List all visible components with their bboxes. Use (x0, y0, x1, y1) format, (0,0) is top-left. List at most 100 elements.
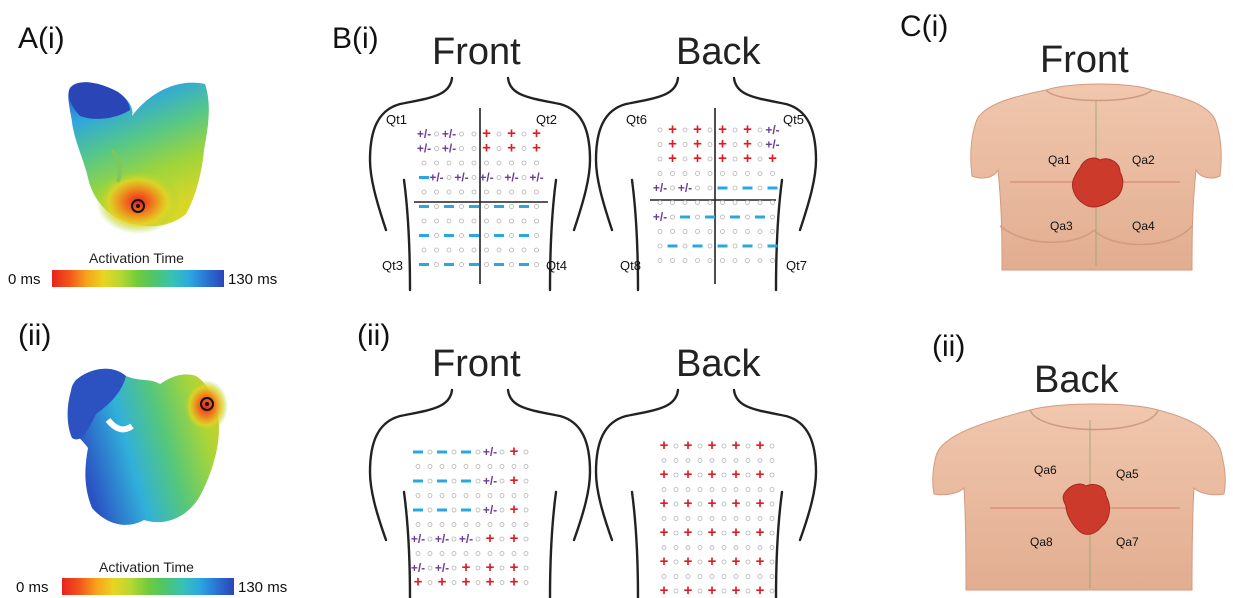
electrode-empty (708, 157, 712, 161)
electrode-empty (698, 488, 702, 492)
electrode-empty (733, 244, 737, 248)
electrode-empty (746, 444, 750, 448)
electrode-empty (460, 147, 464, 151)
qt4-label: Qt4 (546, 258, 567, 273)
electrode-empty (722, 502, 726, 506)
electrode-empty (472, 147, 476, 151)
colorbar-max-label-ii: 130 ms (238, 579, 287, 596)
electrode-negative (718, 187, 728, 190)
electrode-empty (522, 190, 526, 194)
electrode-positive: + (660, 437, 669, 454)
qt8-label: Qt8 (620, 258, 641, 273)
electrode-negative (469, 205, 479, 208)
electrode-empty (671, 186, 675, 190)
electrode-empty (683, 157, 687, 161)
c-i-front-title: Front (1040, 39, 1129, 81)
electrode-empty (722, 459, 726, 463)
pacing-site-dot-i (136, 204, 140, 208)
electrode-empty (476, 552, 480, 556)
electrode-empty (488, 552, 492, 556)
electrode-empty (698, 459, 702, 463)
electrode-empty (746, 560, 750, 564)
electrode-positive: + (743, 150, 752, 167)
electrode-empty (683, 244, 687, 248)
electrode-empty (428, 552, 432, 556)
qt1-label: Qt1 (386, 112, 407, 127)
electrode-positive: + (532, 140, 541, 157)
electrode-empty (770, 459, 774, 463)
electrode-empty (435, 161, 439, 165)
electrode-empty (708, 186, 712, 190)
electrode-empty (758, 172, 762, 176)
electrode-empty (733, 172, 737, 176)
electrode-empty (758, 575, 762, 579)
electrode-empty (758, 488, 762, 492)
electrode-empty (674, 473, 678, 477)
electrode-empty (464, 465, 468, 469)
electrode-empty (658, 143, 662, 147)
electrode-empty (422, 219, 426, 223)
electrode-positive: + (732, 524, 741, 541)
electrode-empty (658, 128, 662, 132)
electrode-empty (771, 259, 775, 263)
electrode-empty (535, 219, 539, 223)
electrode-empty (452, 581, 456, 585)
electrode-positive: + (668, 150, 677, 167)
electrode-empty (428, 494, 432, 498)
electrode-empty (746, 201, 750, 205)
electrode-positive: + (660, 582, 669, 598)
electrode-empty (460, 263, 464, 267)
electrode-empty (708, 172, 712, 176)
electrode-empty (771, 172, 775, 176)
electrode-empty (476, 465, 480, 469)
electrode-empty (435, 132, 439, 136)
electrode-empty (476, 508, 480, 512)
electrode-negative (469, 263, 479, 266)
electrode-positive: + (756, 466, 765, 483)
electrode-empty (698, 531, 702, 535)
electrode-empty (674, 531, 678, 535)
electrode-empty (733, 157, 737, 161)
electrode-empty (733, 128, 737, 132)
electrode-empty (485, 234, 489, 238)
electrode-empty (698, 575, 702, 579)
electrode-empty (696, 201, 700, 205)
electrode-empty (428, 465, 432, 469)
panel-b-ii-label: (ii) (357, 319, 390, 352)
electrode-positive: + (768, 150, 777, 167)
electrode-empty (497, 132, 501, 136)
electrode-empty (770, 589, 774, 593)
electrode-empty (510, 205, 514, 209)
electrode-positive: + (684, 524, 693, 541)
activation-map-ii (68, 369, 228, 525)
electrode-empty (696, 215, 700, 219)
electrode-empty (662, 575, 666, 579)
electrode-empty (488, 465, 492, 469)
electrode-empty (746, 459, 750, 463)
electrode-empty (686, 459, 690, 463)
electrode-empty (512, 552, 516, 556)
electrode-empty (524, 450, 528, 454)
electrode-empty (710, 459, 714, 463)
electrode-empty (464, 552, 468, 556)
electrode-empty (476, 581, 480, 585)
electrode-empty (683, 172, 687, 176)
electrode-empty (428, 508, 432, 512)
electrode-empty (721, 201, 725, 205)
electrode-empty (770, 502, 774, 506)
electrode-empty (746, 488, 750, 492)
colorbar-i (52, 270, 224, 287)
electrode-positive: + (756, 495, 765, 512)
electrode-negative (413, 451, 423, 454)
electrode-positive: + (708, 553, 717, 570)
electrode-empty (733, 259, 737, 263)
panel-a-i-label: A(i) (18, 22, 65, 55)
electrode-negative (494, 234, 504, 237)
electrode-mixed: +/- (504, 171, 518, 185)
electrode-mixed: +/- (678, 181, 692, 195)
electrode-empty (472, 190, 476, 194)
electrode-empty (522, 248, 526, 252)
electrode-positive: + (684, 437, 693, 454)
electrode-mixed: +/- (459, 532, 473, 546)
electrode-empty (460, 190, 464, 194)
